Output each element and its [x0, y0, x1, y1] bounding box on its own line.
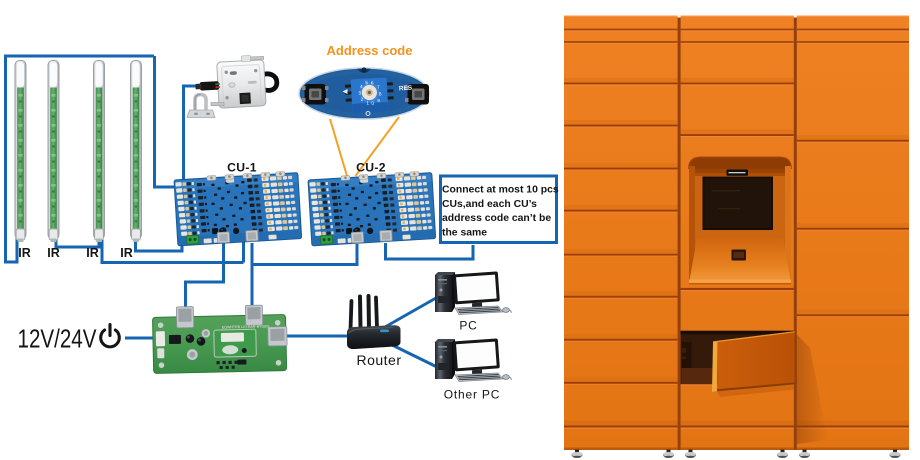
- svg-text:Address code: Address code: [327, 43, 413, 58]
- svg-text:the same: the same: [442, 227, 487, 238]
- svg-text:4: 4: [360, 84, 363, 89]
- svg-text:PC: PC: [459, 319, 477, 333]
- svg-text:CUs,and each CU’s: CUs,and each CU’s: [442, 199, 537, 210]
- svg-text:EQWHTRB LIO-BAR-BYGBO: EQWHTRB LIO-BAR-BYGBO: [222, 324, 270, 329]
- svg-text:RES: RES: [399, 85, 413, 93]
- svg-text:CU-1: CU-1: [227, 161, 257, 175]
- svg-text:8: 8: [379, 91, 382, 96]
- svg-text:Router: Router: [356, 352, 401, 368]
- svg-text:7: 7: [377, 84, 380, 89]
- svg-text:IR: IR: [86, 246, 99, 260]
- svg-text:1: 1: [366, 100, 369, 105]
- svg-text:3: 3: [358, 90, 361, 95]
- svg-text:IR: IR: [18, 246, 31, 260]
- svg-text:Other PC: Other PC: [444, 388, 500, 402]
- svg-text:IR: IR: [47, 246, 60, 260]
- svg-text:Connect at most 10 pcs: Connect at most 10 pcs: [442, 185, 559, 196]
- svg-text:12V/24V: 12V/24V: [18, 324, 98, 354]
- svg-text:IR: IR: [120, 246, 133, 260]
- svg-text:0: 0: [371, 101, 374, 106]
- svg-text:address code can’t be: address code can’t be: [442, 213, 551, 224]
- svg-text:9: 9: [377, 98, 380, 103]
- svg-text:5: 5: [365, 80, 368, 85]
- svg-text:CU-2: CU-2: [356, 161, 386, 175]
- svg-text:6: 6: [371, 80, 374, 85]
- svg-text:2: 2: [361, 97, 364, 102]
